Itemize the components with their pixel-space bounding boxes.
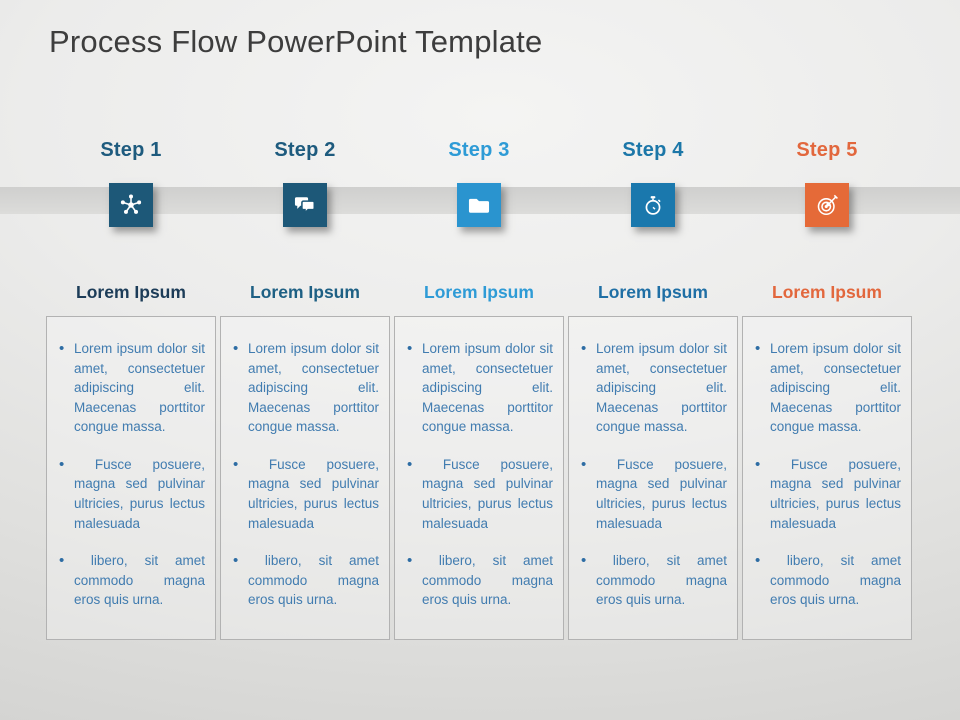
bullet-item: libero, sit amet commodo magna eros quis…	[403, 550, 553, 610]
step-column-1: Step 1	[45, 139, 217, 640]
bullet-item: Lorem ipsum dolor sit amet, consectetuer…	[55, 338, 205, 437]
step-1-card: Lorem ipsum dolor sit amet, consectetuer…	[46, 316, 216, 640]
bullet-item: libero, sit amet commodo magna eros quis…	[229, 550, 379, 610]
step-column-4: Step 4 Lorem Ipsum Lorem ipsum dolor sit…	[567, 139, 739, 640]
step-4-bullet-list: Lorem ipsum dolor sit amet, consectetuer…	[577, 338, 727, 610]
bullet-item: Fusce posuere, magna sed pulvinar ultric…	[229, 454, 379, 533]
step-2-card: Lorem ipsum dolor sit amet, consectetuer…	[220, 316, 390, 640]
chat-bubbles-icon	[288, 188, 322, 222]
bullet-item: Lorem ipsum dolor sit amet, consectetuer…	[751, 338, 901, 437]
step-3-card-title: Lorem Ipsum	[424, 282, 534, 302]
step-5-card-title: Lorem Ipsum	[772, 282, 882, 302]
bullet-item: Fusce posuere, magna sed pulvinar ultric…	[55, 454, 205, 533]
bullet-item: Fusce posuere, magna sed pulvinar ultric…	[577, 454, 727, 533]
step-5-card: Lorem ipsum dolor sit amet, consectetuer…	[742, 316, 912, 640]
folder-icon	[462, 188, 496, 222]
bullet-item: libero, sit amet commodo magna eros quis…	[577, 550, 727, 610]
step-2-bullet-list: Lorem ipsum dolor sit amet, consectetuer…	[229, 338, 379, 610]
step-4-label: Step 4	[622, 139, 684, 161]
bullet-item: libero, sit amet commodo magna eros quis…	[55, 550, 205, 610]
step-4-card-title: Lorem Ipsum	[598, 282, 708, 302]
bullet-item: Fusce posuere, magna sed pulvinar ultric…	[403, 454, 553, 533]
step-3-label: Step 3	[448, 139, 510, 161]
bullet-item: Lorem ipsum dolor sit amet, consectetuer…	[403, 338, 553, 437]
step-column-5: Step 5 Lorem Ipsum Lorem ipsum dolor	[741, 139, 913, 640]
step-3-icon-box	[457, 183, 501, 227]
bullet-item: libero, sit amet commodo magna eros quis…	[751, 550, 901, 610]
bullet-item: Fusce posuere, magna sed pulvinar ultric…	[751, 454, 901, 533]
step-2-icon-box	[283, 183, 327, 227]
process-columns: Step 1	[45, 139, 913, 640]
step-5-bullet-list: Lorem ipsum dolor sit amet, consectetuer…	[751, 338, 901, 610]
target-arrow-icon	[810, 188, 844, 222]
step-column-3: Step 3 Lorem Ipsum Lorem ipsum dolor sit…	[393, 139, 565, 640]
step-2-card-title: Lorem Ipsum	[250, 282, 360, 302]
network-hub-icon	[114, 188, 148, 222]
stopwatch-icon	[636, 188, 670, 222]
step-5-icon-box	[805, 183, 849, 227]
step-column-2: Step 2 Lorem Ipsum Lorem ipsum dolor sit…	[219, 139, 391, 640]
step-1-label: Step 1	[100, 139, 162, 161]
bullet-item: Lorem ipsum dolor sit amet, consectetuer…	[229, 338, 379, 437]
step-1-icon-box	[109, 183, 153, 227]
step-4-card: Lorem ipsum dolor sit amet, consectetuer…	[568, 316, 738, 640]
slide-title: Process Flow PowerPoint Template	[49, 24, 543, 59]
step-2-label: Step 2	[274, 139, 336, 161]
step-1-card-title: Lorem Ipsum	[76, 282, 186, 302]
step-3-card: Lorem ipsum dolor sit amet, consectetuer…	[394, 316, 564, 640]
bullet-item: Lorem ipsum dolor sit amet, consectetuer…	[577, 338, 727, 437]
step-5-label: Step 5	[796, 139, 858, 161]
step-3-bullet-list: Lorem ipsum dolor sit amet, consectetuer…	[403, 338, 553, 610]
step-4-icon-box	[631, 183, 675, 227]
step-1-bullet-list: Lorem ipsum dolor sit amet, consectetuer…	[55, 338, 205, 610]
